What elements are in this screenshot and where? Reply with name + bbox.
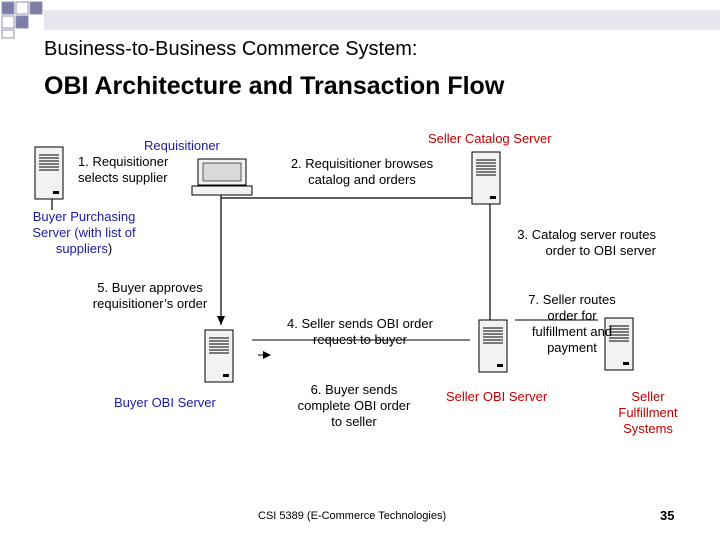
server-icon [478, 319, 508, 373]
seller-fulfillment-label: Seller Fulfillment Systems [606, 389, 690, 437]
step3-label: 3. Catalog server routes order to OBI se… [480, 227, 656, 259]
step4-label: 4. Seller sends OBI order request to buy… [270, 316, 450, 348]
step5-line1: 5. Buyer approves [97, 280, 203, 295]
step6-label: 6. Buyer sends complete OBI order to sel… [278, 382, 430, 430]
seller-fulfillment-line2: Fulfillment [618, 405, 678, 420]
step6-line3: to seller [331, 414, 377, 429]
computer-icon [191, 158, 253, 196]
step5-line2: requisitioner’s order [92, 296, 208, 311]
buyer-purchasing-line2: Server (with list of [32, 225, 136, 240]
buyer-obi-server-label: Buyer OBI Server [114, 395, 216, 410]
buyer-purchasing-line3: suppliers) [14, 241, 154, 257]
seller-catalog-server-label: Seller Catalog Server [428, 131, 552, 146]
step7-line2: order for [547, 308, 597, 323]
step7-line3: fulfillment and [531, 324, 613, 339]
step2-line2: catalog and orders [308, 172, 416, 187]
buyer-purchasing-paren: ) [107, 241, 113, 256]
step2-label: 2. Requisitioner browses catalog and ord… [272, 156, 452, 188]
buyer-purchasing-server-label: Buyer Purchasing Server (with list of su… [14, 209, 154, 257]
step6-line1: 6. Buyer sends [310, 382, 398, 397]
step5-label: 5. Buyer approves requisitioner’s order [76, 280, 224, 312]
seller-fulfillment-line1: Seller [631, 389, 665, 404]
seller-obi-server-label: Seller OBI Server [446, 389, 548, 404]
step1-line1: 1. Requisitioner [78, 154, 169, 169]
buyer-purchasing-suppliers: suppliers [55, 241, 108, 256]
buyer-purchasing-line1: Buyer Purchasing [32, 209, 136, 224]
step2-line1: 2. Requisitioner browses [290, 156, 434, 171]
slide-title: OBI Architecture and Transaction Flow [44, 72, 505, 100]
step1-line2: selects supplier [78, 170, 168, 185]
step4-line2: request to buyer [313, 332, 407, 347]
step6-line2: complete OBI order [297, 398, 411, 413]
step7-line1: 7. Seller routes [528, 292, 616, 307]
server-icon [471, 151, 501, 205]
server-icon [204, 329, 234, 383]
step1-label: 1. Requisitioner selects supplier [78, 154, 168, 186]
requisitioner-label: Requisitioner [144, 138, 220, 153]
page-number: 35 [660, 508, 675, 523]
slide-subtitle: Business-to-Business Commerce System: [44, 38, 418, 60]
step7-label: 7. Seller routes order for fulfillment a… [512, 292, 632, 356]
corner-grid-decoration [1, 1, 720, 39]
step3-line2: order to OBI server [545, 243, 656, 258]
server-icon [34, 146, 64, 200]
step3-line1: 3. Catalog server routes [517, 227, 656, 242]
footer-course: CSI 5389 (E-Commerce Technologies) [258, 510, 447, 522]
step7-line4: payment [547, 340, 597, 355]
seller-fulfillment-line3: Systems [623, 421, 673, 436]
step4-line1: 4. Seller sends OBI order [287, 316, 433, 331]
